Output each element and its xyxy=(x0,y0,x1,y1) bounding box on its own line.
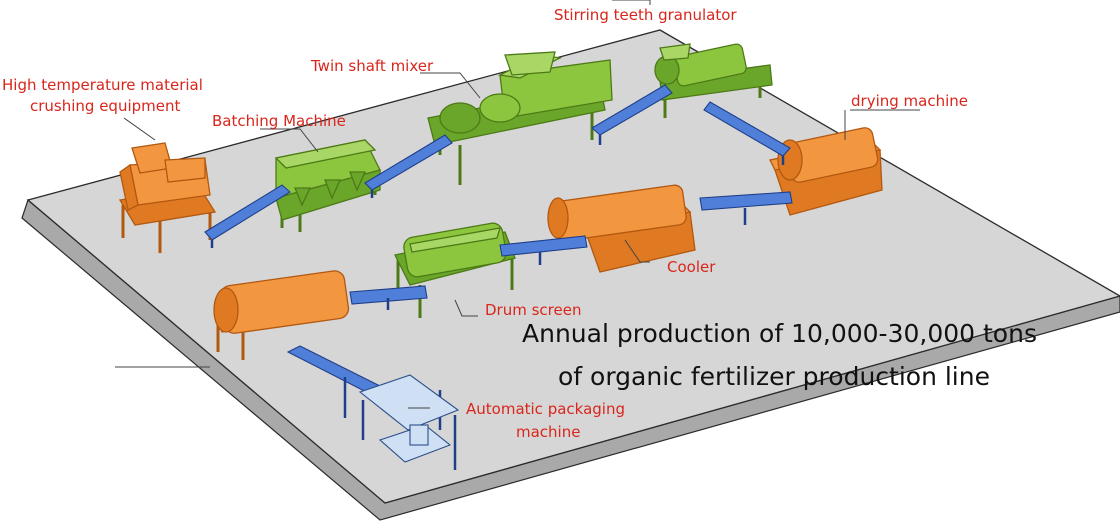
leader-lines xyxy=(115,0,920,409)
label-twin-shaft-mixer: Twin shaft mixer xyxy=(310,57,434,75)
twin-shaft-mixer xyxy=(427,51,613,185)
crushing-equipment xyxy=(118,142,217,253)
conveyors xyxy=(204,84,793,418)
production-title: Annual production of 10,000-30,000 tons … xyxy=(522,319,1037,391)
title-line2: of organic fertilizer production line xyxy=(558,362,990,391)
label-crushing-equipment-line2: crushing equipment xyxy=(30,97,180,115)
batching-machine xyxy=(274,139,381,232)
packaging-machine xyxy=(358,374,460,470)
label-cooler: Cooler xyxy=(667,258,716,276)
drying-machine xyxy=(769,127,883,216)
drum-screen xyxy=(394,222,516,318)
label-drum-screen: Drum screen xyxy=(485,301,581,319)
label-stirring-granulator: Stirring teeth granulator xyxy=(554,6,737,24)
cooler xyxy=(547,184,696,273)
label-packaging-line1: Automatic packaging xyxy=(466,400,625,418)
title-line1: Annual production of 10,000-30,000 tons xyxy=(522,319,1037,348)
label-drying-machine: drying machine xyxy=(851,92,968,110)
label-crushing-equipment-line1: High temperature material xyxy=(2,76,203,94)
label-batching-machine: Batching Machine xyxy=(212,112,346,130)
label-packaging-line2: machine xyxy=(516,423,580,441)
rotary-drum xyxy=(213,270,350,360)
stirring-granulator xyxy=(654,43,773,118)
equipment-labels: Stirring teeth granulator Twin shaft mix… xyxy=(2,6,968,441)
